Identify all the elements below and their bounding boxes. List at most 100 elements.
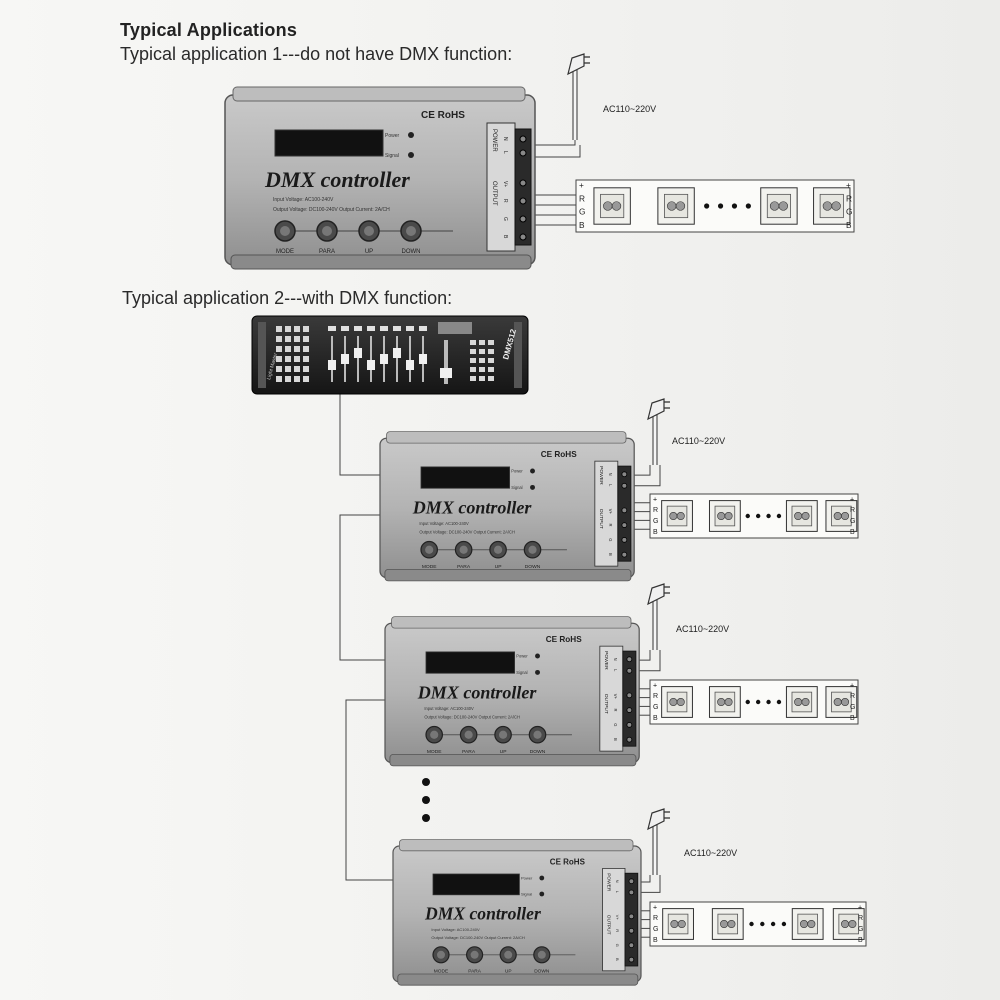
button-label-para: PARA [319,249,335,255]
button-label-mode: MODE [434,968,448,974]
strip-pin-label: G [850,704,855,711]
continuation-dot [781,921,787,927]
terminal-output-label: OUTPUT [598,509,604,529]
terminal-output-label: OUTPUT [605,915,611,935]
led-strip-4: BGR+BGR+ [649,901,867,947]
ac-voltage-label-4: AC110~220V [684,848,737,858]
continuation-dot [770,921,776,927]
terminal-pin-label: G [615,944,620,947]
led-chip [813,187,851,225]
strip-pin-label: + [579,180,584,190]
strip-pin-label: G [846,207,852,217]
strip-pin-label: G [579,207,585,217]
continuation-dot [745,513,750,519]
button-label-mode: MODE [422,564,437,570]
button-label-mode: MODE [276,249,294,255]
continuation-dot [704,203,710,209]
wire [532,140,576,146]
terminal-pin-label: L [615,891,620,894]
button-label-down: DOWN [530,749,546,755]
spec-output: Output Voltage: DC100-240V Output Curren… [273,207,390,213]
terminal-pin-label: B [615,958,620,961]
strip-pin-label: + [850,682,854,689]
continuation-dot [766,513,771,519]
signal-indicator-label: Signal [521,892,532,897]
terminal-pin-label: V+ [608,509,613,515]
terminal-pin-label: L [608,484,613,487]
strip-pin-label: B [653,937,658,944]
strip-pin-label: R [846,193,852,203]
signal-led-icon [535,669,540,675]
led-chip [832,908,865,940]
strip-pin-label: + [858,904,862,911]
continuation-dot [766,699,771,705]
power-indicator-label: Power [516,654,528,659]
ce-rohs-mark: CE RoHS [541,450,577,459]
spec-output: Output Voltage: DC100-240V Output Curren… [424,714,520,719]
terminal-pin-label: V+ [615,915,620,921]
led-chip [593,187,631,225]
controller-title: DMX controller [424,904,541,924]
led-chip [785,686,818,718]
terminal-pin-label: N [502,137,508,141]
signal-indicator-label: Signal [385,153,399,159]
led-chip [708,500,741,532]
chain-continuation-dot [422,778,430,786]
continuation-dot [731,203,738,209]
strip-pin-label: R [858,915,863,922]
terminal-pin-label: N [615,880,620,883]
wire [630,465,661,487]
led-chip [662,908,694,940]
spec-output: Output Voltage: DC100-240V Output Curren… [419,529,515,534]
terminal-power-label: POWER [605,873,611,892]
led-strip-3: BGR+BGR+ [649,679,859,725]
continuation-dot [745,203,751,209]
ac-voltage-label-3: AC110~220V [676,624,729,634]
strip-pin-label: G [653,704,658,711]
strip-pin-label: B [850,529,855,536]
led-strip-1: BGR+BGR+ [575,179,855,233]
signal-led-icon [530,484,535,490]
power-indicator-label: Power [511,469,523,474]
led-chip [785,500,818,532]
strip-pin-label: G [653,926,658,933]
power-indicator-label: Power [385,133,400,139]
power-led-icon [535,653,540,659]
power-plug-icon [567,53,590,140]
button-label-para: PARA [468,968,482,974]
terminal-pin-label: V+ [613,694,618,700]
button-label-up: UP [365,249,373,255]
wire [635,650,651,661]
strip-pin-label: R [579,193,585,203]
spec-output: Output Voltage: DC100-240V Output Curren… [431,935,524,940]
controller-title: DMX controller [264,167,410,192]
signal-led-icon [408,152,414,158]
button-label-down: DOWN [525,564,541,570]
led-chip [661,686,693,718]
power-indicator-label: Power [521,876,533,881]
continuation-dot [745,699,750,705]
terminal-power-label: POWER [491,129,497,152]
wire [635,650,661,672]
strip-pin-label: B [653,715,658,722]
strip-pin-label: B [653,529,658,536]
terminal-pin-label: L [613,669,618,672]
power-led-icon [530,468,535,474]
led-chip [661,500,693,532]
power-led-icon [408,132,414,138]
continuation-dot [776,513,782,519]
wire [637,875,651,883]
continuation-dot [755,513,761,519]
terminal-pin-label: R [608,523,613,526]
terminal-pin-label: G [502,217,508,221]
continuation-dot [776,699,782,705]
led-chip [791,908,824,940]
strip-pin-label: B [858,937,863,944]
led-chip [708,686,741,718]
strip-pin-label: B [846,220,852,230]
button-label-up: UP [500,749,508,755]
button-label-down: DOWN [534,968,550,974]
